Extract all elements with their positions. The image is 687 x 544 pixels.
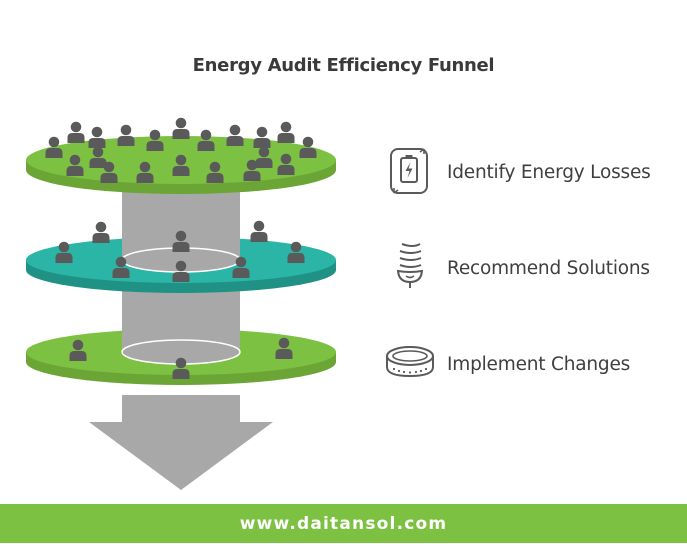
- page-title: Energy Audit Efficiency Funnel: [192, 55, 495, 76]
- person-icon: [172, 117, 190, 139]
- person-icon: [92, 221, 110, 243]
- stage-label-recommend: Recommend Solutions: [447, 258, 650, 279]
- stage-label-identify: Identify Energy Losses: [447, 162, 651, 183]
- funnel-arrow: [89, 395, 273, 490]
- footer-bar: www.daitansol.com: [0, 504, 687, 543]
- person-icon: [226, 124, 244, 146]
- stage-label-implement: Implement Changes: [447, 354, 631, 375]
- person-icon: [277, 121, 295, 143]
- funnel-column-lower: [121, 288, 241, 365]
- person-icon: [253, 126, 271, 148]
- person-icon: [67, 121, 85, 143]
- footer-url[interactable]: www.daitansol.com: [239, 514, 448, 534]
- battery-charging-icon: [390, 148, 428, 194]
- person-icon: [117, 124, 135, 146]
- light-bulb-icon: [396, 243, 424, 288]
- person-icon: [250, 220, 268, 242]
- person-icon: [88, 126, 106, 148]
- ring-icon: [386, 346, 434, 378]
